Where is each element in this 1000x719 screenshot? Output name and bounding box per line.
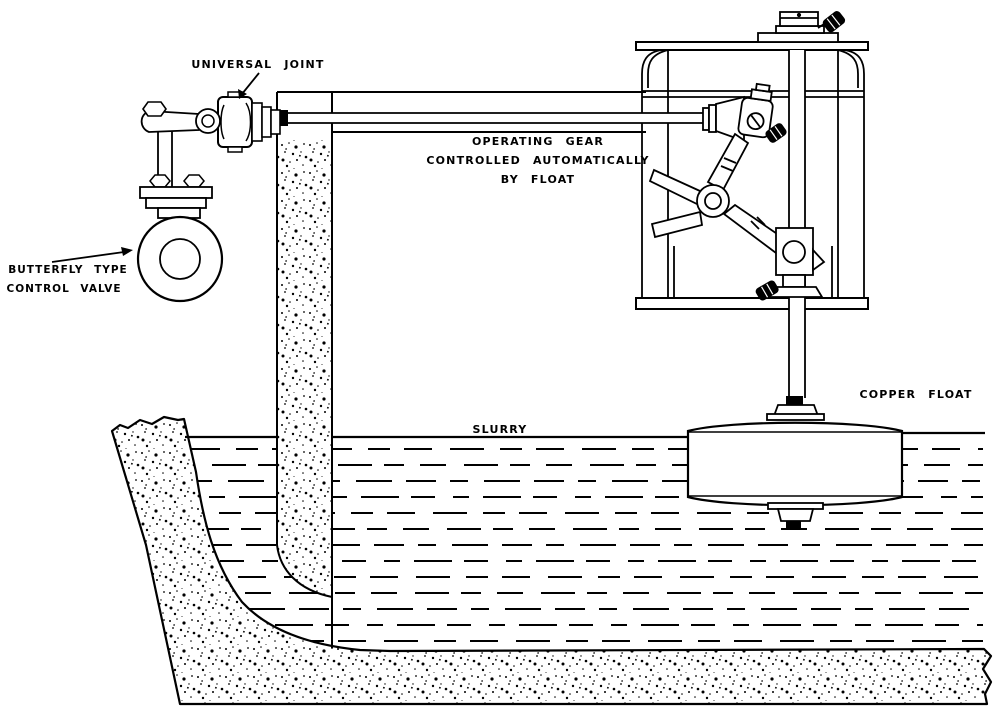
valve-bore — [159, 238, 201, 280]
tank-wall-and-floor — [110, 415, 993, 706]
valve-flange-lower — [145, 197, 207, 209]
copper-float-label: COPPER FLOAT — [859, 388, 972, 401]
operating-gear-label-1: OPERATING GEAR — [472, 135, 604, 148]
butterfly-valve-leader — [51, 251, 125, 263]
float-shaft — [788, 50, 806, 398]
fork-prong-upper — [648, 168, 701, 207]
butterfly-valve-label-2: CONTROL VALVE — [6, 283, 121, 295]
universal-joint-leader — [241, 72, 260, 95]
top-plate-right-lip — [843, 49, 865, 88]
wing-screw-icon — [822, 11, 846, 33]
mount-base-plate — [757, 32, 839, 43]
wing-nut-icon — [765, 123, 787, 143]
operating-gear-frame — [635, 41, 869, 310]
concrete-column — [277, 140, 332, 597]
column-left-edge — [276, 92, 333, 598]
flange-bolt-left — [149, 174, 171, 188]
universal-joint-arrowhead-icon — [238, 89, 247, 99]
wing-nut-lower-icon — [755, 280, 779, 301]
annotations: UNIVERSAL JOINT OPERATING GEAR CONTROLLE… — [6, 58, 972, 436]
drive-shaft-assembly — [277, 91, 705, 133]
frame-top-plate — [635, 41, 869, 51]
fork-prong-lower — [650, 210, 704, 239]
coupling-collar — [702, 107, 710, 131]
valve-flange-upper — [139, 186, 213, 199]
float-top-washer — [766, 413, 825, 421]
crank-arm-upper — [706, 132, 750, 192]
slider-tab — [812, 247, 826, 272]
universal-joint-label: UNIVERSAL JOINT — [191, 58, 324, 71]
shaft-top-mount — [757, 11, 846, 43]
top-plate-left-lip — [641, 49, 663, 88]
operating-gear-linkage — [648, 82, 826, 301]
operating-gear-label-3: BY FLOAT — [501, 173, 576, 186]
shaft-end-hub — [279, 110, 288, 126]
float-stem-bottom — [786, 521, 801, 530]
shaft-coupling-steps — [251, 102, 263, 142]
flange-bolt-right — [183, 174, 205, 188]
slurry-surface-line — [185, 431, 985, 439]
slurry-label: SLURRY — [473, 423, 528, 436]
float-bottom-nut — [776, 508, 815, 522]
float-drum — [686, 421, 904, 507]
frame-bottom-plate — [635, 297, 869, 310]
shaft-collar — [782, 274, 806, 288]
copper-float — [686, 396, 904, 530]
mount-cap — [779, 11, 819, 27]
butterfly-valve-label-1: BUTTERFLY TYPE — [8, 264, 127, 276]
butterfly-valve-arrowhead-icon — [121, 247, 133, 256]
universal-yoke — [737, 82, 774, 139]
lever-bolt — [142, 101, 167, 117]
operating-gear-label-2: CONTROLLED AUTOMATICALLY — [426, 154, 649, 167]
valve-assembly — [136, 91, 281, 303]
